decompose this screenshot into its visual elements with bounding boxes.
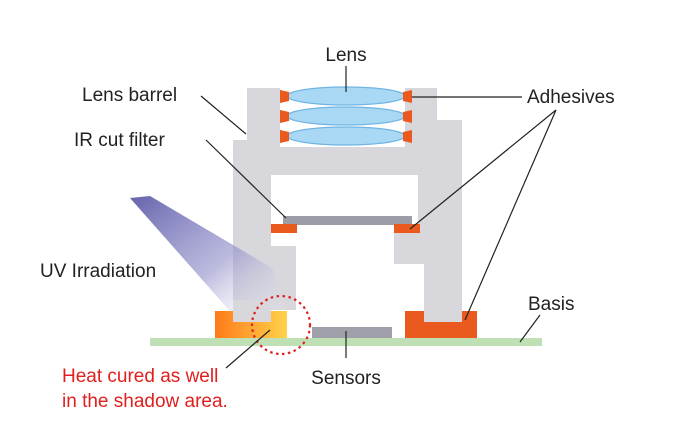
adhesive-lens-right-3 — [403, 130, 412, 143]
lens-barrel-bridge — [271, 147, 418, 175]
label-lens-barrel: Lens barrel — [82, 85, 177, 106]
leader-lens-barrel — [200, 95, 247, 135]
label-adhesives: Adhesives — [527, 87, 615, 108]
ir-cut-filter — [283, 216, 412, 225]
leader-adhesives-3 — [464, 109, 557, 321]
lens-barrel-right-foot — [424, 300, 462, 322]
leader-ir-filter — [205, 139, 287, 219]
adhesive-lens-right-2 — [403, 110, 412, 123]
adhesive-lens-left-1 — [280, 90, 289, 103]
label-lens: Lens — [325, 45, 366, 66]
shadow-area-marker — [250, 294, 312, 356]
leader-adhesives-2 — [409, 109, 557, 230]
adhesive-filter-right — [394, 224, 420, 233]
adhesive-lens-left-3 — [280, 130, 289, 143]
sensor-chip — [312, 327, 392, 338]
note-heat-cured-line1: Heat cured as well — [62, 366, 218, 387]
label-sensors: Sensors — [311, 368, 381, 389]
lens-element-3 — [286, 126, 406, 146]
label-uv-irradiation: UV Irradiation — [40, 261, 156, 282]
lens-barrel-left-foot — [233, 300, 271, 322]
adhesive-lens-right-1 — [403, 90, 412, 103]
label-basis: Basis — [528, 294, 574, 315]
leader-lines — [200, 66, 557, 369]
note-heat-cured-line2: in the shadow area. — [62, 391, 228, 412]
label-ir-cut-filter: IR cut filter — [74, 130, 165, 151]
lens-barrel-right — [394, 88, 462, 310]
adhesive-lens-left-2 — [280, 110, 289, 123]
leader-basis — [519, 314, 541, 343]
uv-irradiation-beam — [130, 196, 290, 322]
lens-element-2 — [286, 106, 406, 126]
leader-heat-note — [225, 329, 271, 369]
adhesive-filter-left — [271, 224, 297, 233]
